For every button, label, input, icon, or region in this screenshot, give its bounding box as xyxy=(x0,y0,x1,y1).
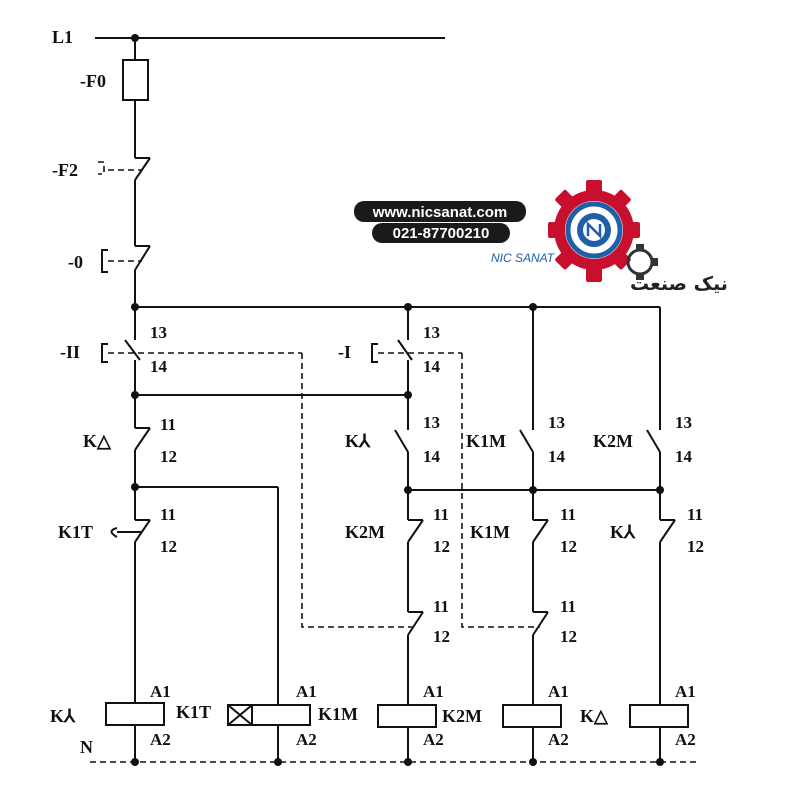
term-a1: A1 xyxy=(150,682,171,701)
term-14: 14 xyxy=(548,447,566,466)
terminal-numbers: 13 14 13 14 11 12 13 14 13 14 13 14 11 1… xyxy=(150,323,704,749)
label-k-delta-coil: K△ xyxy=(580,706,609,726)
coil-k-delta xyxy=(629,704,689,728)
term-13: 13 xyxy=(548,413,565,432)
label-overload: -F2 xyxy=(52,160,78,180)
gear-outline-icon xyxy=(626,244,658,280)
device-labels: L1 -F0 -F2 -0 -II -I K△ K⅄ K1M K2M K1T K… xyxy=(50,27,636,757)
term-13: 13 xyxy=(150,323,167,342)
term-a2: A2 xyxy=(675,730,696,749)
term-13: 13 xyxy=(423,413,440,432)
term-12: 12 xyxy=(560,627,577,646)
term-a1: A1 xyxy=(675,682,696,701)
term-14: 14 xyxy=(675,447,693,466)
label-start-delta: -II xyxy=(60,342,80,362)
logo-phone: 021-87700210 xyxy=(393,225,490,242)
term-14: 14 xyxy=(423,357,441,376)
label-k1m-contact: K1M xyxy=(466,431,506,451)
term-11: 11 xyxy=(433,597,449,616)
term-14: 14 xyxy=(150,357,168,376)
term-12: 12 xyxy=(160,537,177,556)
term-11: 11 xyxy=(560,597,576,616)
logo-brand-persian: نیک صنعت xyxy=(630,273,728,295)
term-11: 11 xyxy=(687,505,703,524)
website-badge xyxy=(354,201,526,222)
term-a2: A2 xyxy=(423,730,444,749)
term-12: 12 xyxy=(560,537,577,556)
mechanical-links xyxy=(98,161,540,628)
label-k1m-coil: K1M xyxy=(318,704,358,724)
term-a1: A1 xyxy=(296,682,317,701)
label-k2m-nc: K2M xyxy=(345,522,385,542)
term-14: 14 xyxy=(423,447,441,466)
term-11: 11 xyxy=(560,505,576,524)
term-a1: A1 xyxy=(423,682,444,701)
label-neutral: N xyxy=(80,737,93,757)
label-start-star: -I xyxy=(338,342,351,362)
phone-badge xyxy=(372,223,510,243)
coil-k-star xyxy=(105,702,165,726)
term-13: 13 xyxy=(675,413,692,432)
term-12: 12 xyxy=(687,537,704,556)
term-a2: A2 xyxy=(548,730,569,749)
wiring xyxy=(90,37,700,763)
term-12: 12 xyxy=(160,447,177,466)
term-a2: A2 xyxy=(296,730,317,749)
label-stop: -0 xyxy=(68,252,83,272)
term-a2: A2 xyxy=(150,730,171,749)
term-13: 13 xyxy=(423,323,440,342)
coil-k1m xyxy=(377,704,437,728)
label-k1m-nc: K1M xyxy=(470,522,510,542)
label-k-star-nc: K⅄ xyxy=(610,522,636,542)
term-11: 11 xyxy=(433,505,449,524)
term-12: 12 xyxy=(433,627,450,646)
coils xyxy=(105,702,689,728)
coil-k1t xyxy=(251,704,311,726)
term-11: 11 xyxy=(160,505,176,524)
term-12: 12 xyxy=(433,537,450,556)
term-11: 11 xyxy=(160,415,176,434)
fuse-symbol xyxy=(122,59,149,101)
label-fuse: -F0 xyxy=(80,71,106,91)
coil-k2m xyxy=(502,704,562,728)
logo-website: www.nicsanat.com xyxy=(372,204,507,221)
label-k1t-coil: K1T xyxy=(176,702,211,722)
label-l1: L1 xyxy=(52,27,73,47)
label-k2m-contact: K2M xyxy=(593,431,633,451)
term-a1: A1 xyxy=(548,682,569,701)
gear-icon xyxy=(548,180,640,282)
label-k-delta-contact: K△ xyxy=(83,431,112,451)
label-k1t-contact: K1T xyxy=(58,522,93,542)
label-k-star-coil: K⅄ xyxy=(50,706,76,726)
label-k-star-contact: K⅄ xyxy=(345,431,371,451)
label-k2m-coil: K2M xyxy=(442,706,482,726)
company-logo: www.nicsanat.com 021-87700210 xyxy=(354,180,728,295)
logo-brand-latin: NIC SANAT xyxy=(491,251,556,265)
junction-dots xyxy=(131,34,664,766)
timer-arc-icon xyxy=(110,527,118,538)
